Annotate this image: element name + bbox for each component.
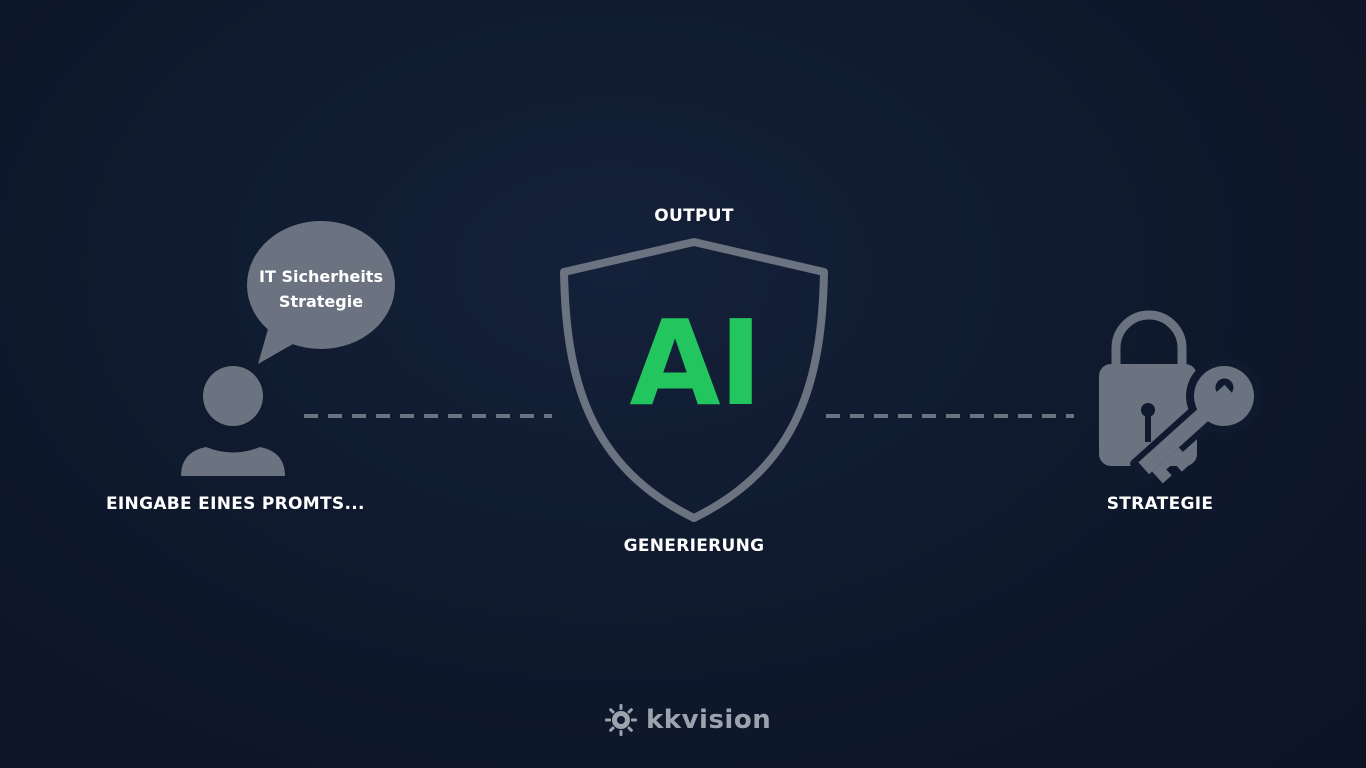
generation-label: GENERIERUNG: [623, 536, 765, 556]
bubble-line-1: IT Sicherheits: [259, 267, 383, 286]
gear-sun-icon: [605, 704, 637, 736]
bubble-line-2: Strategie: [278, 292, 364, 311]
speech-bubble-text: IT Sicherheits Strategie: [246, 264, 396, 314]
output-label: OUTPUT: [654, 206, 734, 226]
ai-text: AI: [629, 294, 762, 432]
brand-name: kkvision: [646, 705, 772, 735]
speech-bubble-icon: [247, 221, 395, 364]
input-label: EINGABE EINES PROMTS...: [106, 494, 365, 514]
brand-logo: kkvision: [604, 702, 771, 738]
strategy-label: STRATEGIE: [1106, 494, 1214, 514]
lock-key-icon: [1099, 310, 1262, 484]
shield-icon: [560, 238, 828, 522]
person-icon: [181, 366, 285, 476]
